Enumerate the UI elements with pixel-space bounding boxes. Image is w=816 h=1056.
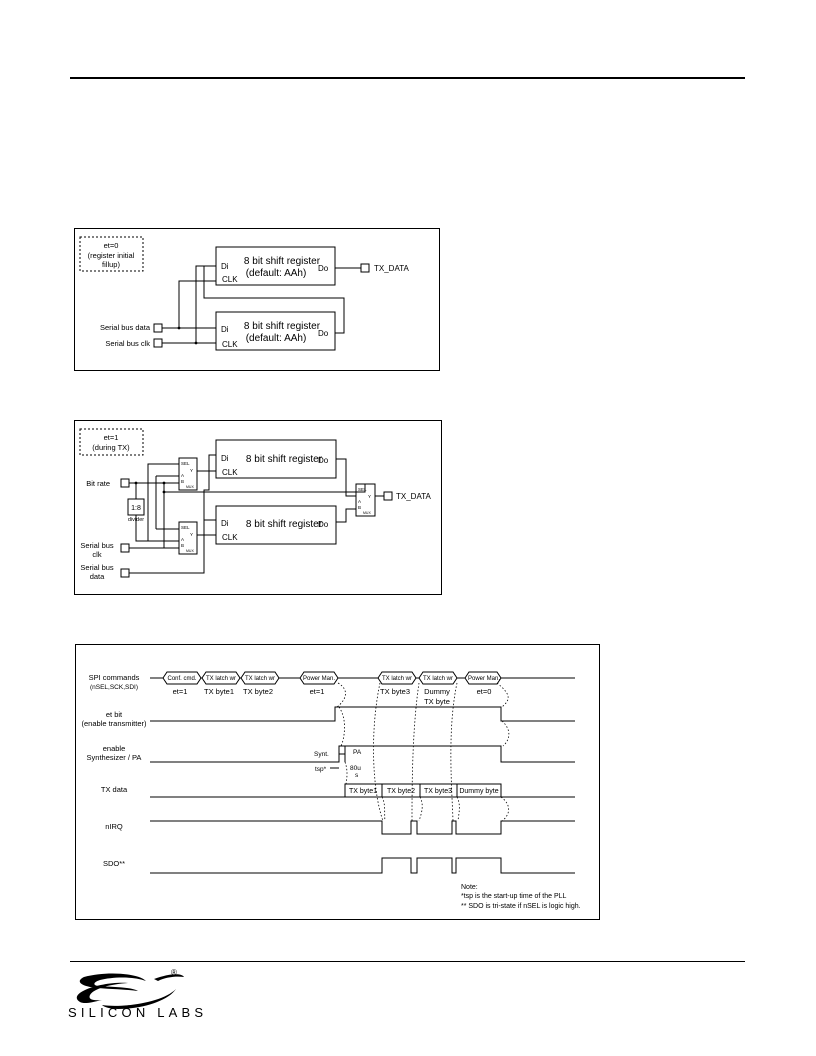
figure-1-panel [74,228,440,371]
header-rule [70,77,745,79]
registered-mark: ® [171,968,177,977]
figure-3-panel [75,644,600,920]
brand-wordmark: SILICON LABS [68,1005,208,1020]
footer-rule [70,961,745,962]
figure-2-panel [74,420,442,595]
